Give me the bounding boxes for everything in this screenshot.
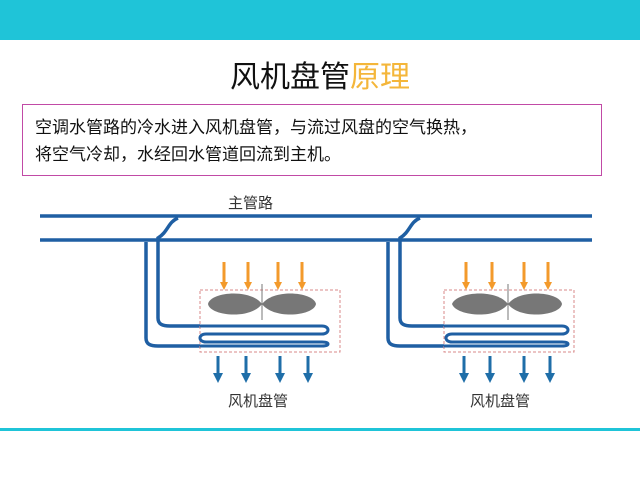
description-box: 空调水管路的冷水进入风机盘管，与流过风盘的空气换热， 将空气冷却，水经回水管道回… [22,104,602,176]
fan-coil-unit-left: 风机盘管 [144,216,341,410]
slide-title: 风机盘管原理 [0,60,640,96]
main-pipe-label: 主管路 [228,194,273,212]
main-pipes [40,214,592,242]
fan-blade-right-b [508,293,562,315]
branch-pipe-return-left [144,242,200,348]
description-line-1: 空调水管路的冷水进入风机盘管，与流过风盘的空气换热， [35,118,477,138]
coil-box-left [199,289,341,353]
coil-right [444,324,570,348]
branch-pipe-supply-left [156,216,200,328]
coil-box-right [443,289,575,353]
fan-blade-left-b [262,293,316,315]
top-accent-bar [0,0,640,40]
fan-blade-right-a [452,293,508,315]
unit-label-left: 风机盘管 [228,392,288,410]
fan-blade-left-a [208,293,262,315]
description-line-2: 将空气冷却，水经回水管道回流到主机。 [35,145,341,165]
fan-coil-unit-right: 风机盘管 [386,216,575,410]
fan-coil-diagram: 主管路 风机盘管 [40,194,592,410]
unit-label-right: 风机盘管 [470,392,530,410]
bottom-accent-line [0,428,640,431]
title-main: 风机盘管 [230,60,350,95]
coil-left [198,324,330,348]
branch-pipe-return-right [386,242,444,348]
branch-pipe-supply-right [398,216,444,328]
title-accent: 原理 [350,60,410,95]
